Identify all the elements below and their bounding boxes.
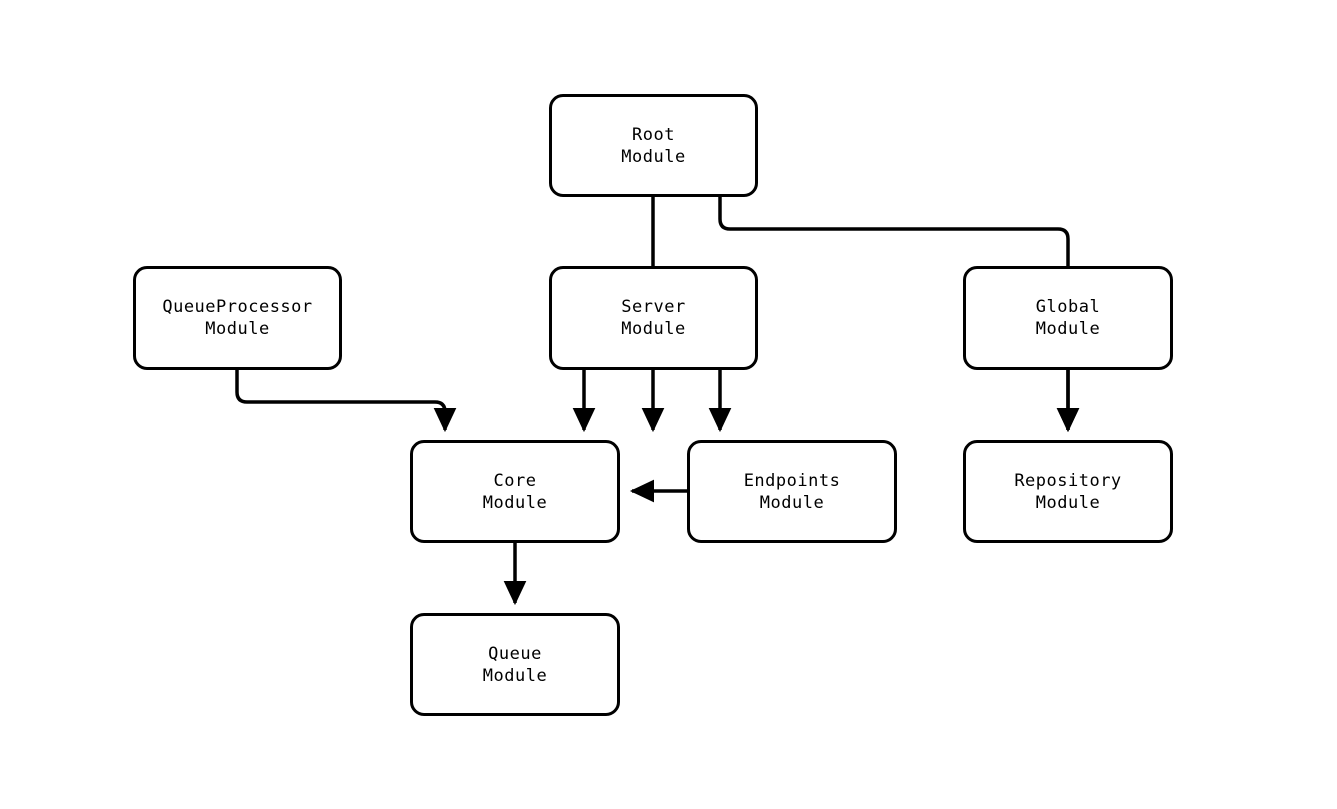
edge-root-to-global xyxy=(718,197,1080,433)
queue-module-label-line2: Module xyxy=(482,665,548,686)
repository-module-node[interactable]: Repository Module xyxy=(963,440,1173,543)
global-module-label-line1: Global xyxy=(1035,297,1101,317)
root-module-label-line2: Module xyxy=(621,146,686,167)
repository-module-label-line1: Repository xyxy=(1014,470,1122,491)
server-module-node[interactable]: Server Module xyxy=(549,266,758,370)
server-module-label-line2: Module xyxy=(621,319,686,339)
endpoints-module-node[interactable]: Endpoints Module xyxy=(687,440,897,543)
endpoints-module-label-line1: Endpoints xyxy=(743,470,841,491)
global-module-node[interactable]: Global Module xyxy=(963,266,1173,370)
core-module-node[interactable]: Core Module xyxy=(410,440,620,543)
global-module-label-line2: Module xyxy=(1035,319,1101,339)
queueprocessor-module-label-line1: QueueProcessor xyxy=(162,297,313,317)
queue-module-node[interactable]: Queue Module xyxy=(410,613,620,716)
server-module-label-line1: Server xyxy=(621,297,686,317)
repository-module-label-line2: Module xyxy=(1035,492,1101,513)
edge-queueprocessor-to-core xyxy=(235,370,457,433)
queueprocessor-module-node[interactable]: QueueProcessor Module xyxy=(133,266,342,370)
root-module-node[interactable]: Root Module xyxy=(549,94,758,197)
endpoints-module-label-line2: Module xyxy=(759,492,825,513)
core-module-label-line2: Module xyxy=(482,492,548,513)
core-module-label-line1: Core xyxy=(493,470,537,491)
root-module-label-line1: Root xyxy=(632,124,675,145)
queue-module-label-line1: Queue xyxy=(488,643,542,664)
queueprocessor-module-label-line2: Module xyxy=(205,319,270,339)
